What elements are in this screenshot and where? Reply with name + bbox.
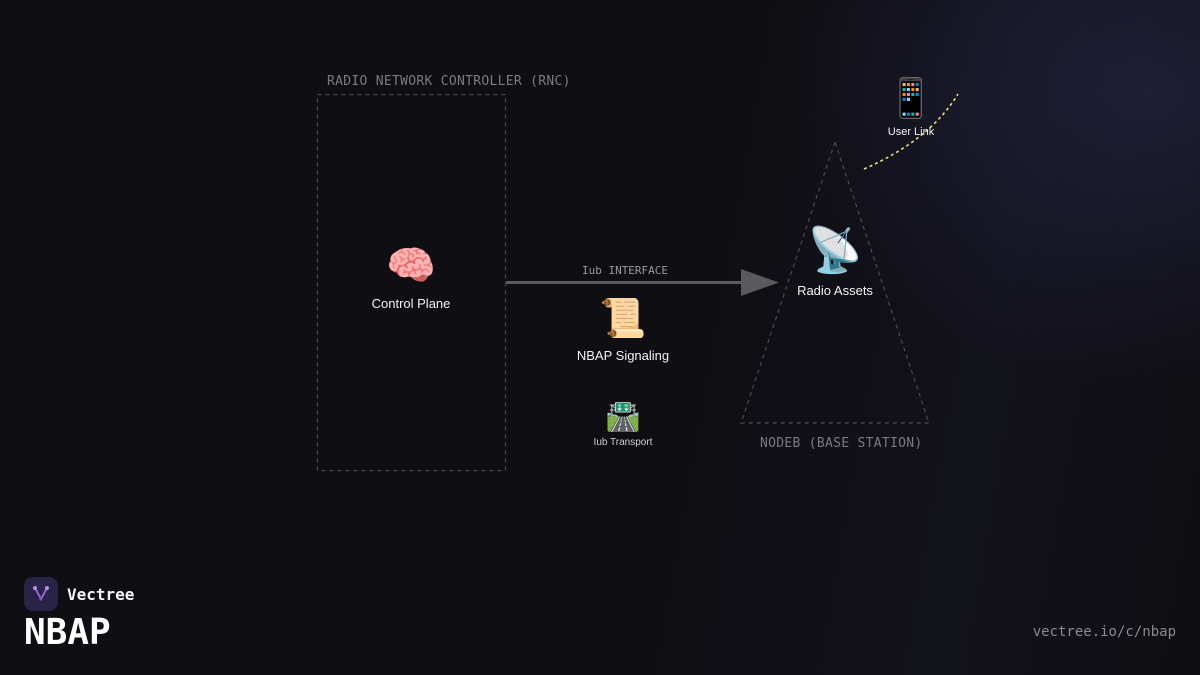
user-link-curve bbox=[863, 93, 959, 170]
brand[interactable]: Vectree bbox=[24, 577, 134, 611]
footer-url[interactable]: vectree.io/c/nbap bbox=[1032, 624, 1176, 640]
radio-assets-node: 📡 Radio Assets bbox=[797, 226, 873, 299]
brand-name: Vectree bbox=[67, 584, 135, 604]
nodeb-region-label: NODEB (BASE STATION) bbox=[760, 436, 923, 451]
iub-interface-arrowhead bbox=[741, 269, 779, 296]
vectree-logo-icon bbox=[24, 577, 58, 611]
satellite-dish-icon: 📡 bbox=[807, 226, 863, 275]
page-title: NBAP bbox=[24, 612, 111, 653]
nodeb-region-triangle bbox=[740, 140, 930, 424]
control-plane-label: Control Plane bbox=[371, 296, 451, 311]
iub-interface-label: Iub INTERFACE bbox=[581, 264, 669, 277]
user-link-label: User Link bbox=[887, 126, 935, 138]
nbap-signaling-node: 📜 NBAP Signaling bbox=[577, 300, 669, 363]
mobile-phone-icon: 📱 bbox=[887, 78, 935, 120]
iub-transport-label: Iub Transport bbox=[593, 437, 653, 448]
radio-assets-label: Radio Assets bbox=[797, 283, 873, 298]
rnc-region-box bbox=[316, 93, 507, 472]
user-link-node: 📱 User Link bbox=[887, 80, 934, 138]
iub-transport-node: 🛣️ Iub Transport bbox=[593, 401, 653, 449]
highway-icon: 🛣️ bbox=[605, 401, 641, 432]
nbap-signaling-label: NBAP Signaling bbox=[576, 348, 670, 363]
rnc-region-label: RADIO NETWORK CONTROLLER (RNC) bbox=[327, 74, 571, 89]
brain-icon: 🧠 bbox=[386, 244, 436, 288]
scroll-icon: 📜 bbox=[599, 298, 647, 340]
control-plane-node: 🧠 Control Plane bbox=[372, 246, 451, 311]
